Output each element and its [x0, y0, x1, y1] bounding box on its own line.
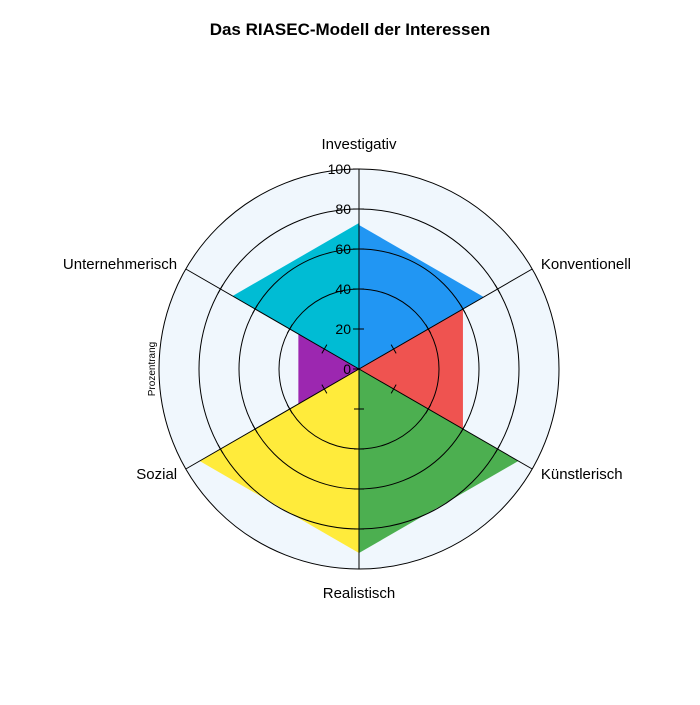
spoke-5 [185, 268, 360, 370]
spoke-tick [217, 284, 224, 294]
spoke-tick [425, 324, 432, 334]
category-label: Investigativ [321, 136, 397, 153]
sector-sozial [298, 334, 359, 404]
radial-tick-label: 20 [335, 321, 351, 337]
spoke-tick [252, 304, 259, 314]
spoke-tick [252, 424, 259, 434]
spoke-tick [390, 384, 397, 394]
spoke-tick [217, 444, 224, 454]
sector-investigativ [359, 225, 484, 369]
radial-tick-label: 100 [328, 161, 352, 177]
spoke-tick [425, 404, 432, 414]
chart-title: Das RIASEC-Modell der Interessen [209, 20, 491, 39]
spoke-4 [185, 368, 360, 470]
spoke-tick [321, 384, 328, 394]
spoke-2 [358, 368, 533, 470]
spoke-tick [286, 404, 293, 414]
category-label: Sozial [136, 466, 177, 483]
spoke-tick [494, 284, 501, 294]
sector-konventionell [359, 309, 463, 429]
radial-tick-label: 40 [335, 281, 351, 297]
spoke-1 [358, 268, 533, 370]
radial-tick-label: 60 [335, 241, 351, 257]
category-label: Künstlerisch [541, 466, 623, 483]
category-label: Realistisch [323, 585, 396, 602]
category-label: Unternehmerisch [63, 256, 177, 273]
sector-k-nstlerisch [359, 369, 519, 553]
sector-unternehmerisch [232, 223, 359, 369]
sector-realistisch [199, 369, 359, 553]
spoke-tick [390, 344, 397, 354]
radial-tick-label: 0 [343, 361, 351, 377]
spoke-tick [321, 344, 328, 354]
radial-tick-label: 80 [335, 201, 351, 217]
spoke-tick [286, 324, 293, 334]
radial-axis-label: Prozentrang [147, 342, 158, 396]
spoke-tick [459, 304, 466, 314]
spoke-tick [494, 444, 501, 454]
category-label: Konventionell [541, 256, 631, 273]
spoke-tick [459, 424, 466, 434]
